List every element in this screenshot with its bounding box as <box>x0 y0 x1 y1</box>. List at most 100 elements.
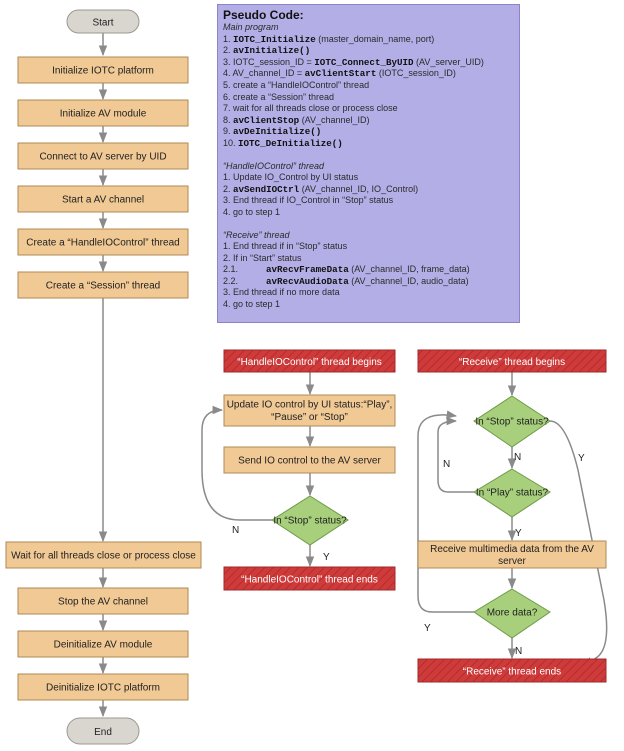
handle-stop-decision-label: In “Stop” status? <box>273 516 347 527</box>
receive-data-line2: server <box>498 556 526 567</box>
receive-no-label-1: N <box>514 452 521 463</box>
handle-end-label: “HandleIOControl” thread ends <box>241 575 378 586</box>
receive-thread-line-text: 2.1. <box>223 264 239 275</box>
wait-label: Wait for all threads close or process cl… <box>11 551 196 562</box>
receive-thread-line-args: (AV_channel_ID, frame_data) <box>348 264 470 275</box>
receive-thread-line-args: (AV_channel_ID, audio_data) <box>348 275 469 286</box>
main-program-line: 7. wait for all threads close or process… <box>223 103 514 115</box>
receive-more-decision-label: More data? <box>487 608 538 619</box>
pseudo-code-panel: Pseudo Code: Main program 1. IOTC_Initia… <box>217 4 520 323</box>
receive-thread-line-text: 2.2. <box>223 275 239 286</box>
main-program-api-call: avClientStop <box>233 114 300 126</box>
main-program-line-args: (AV_channel_ID) <box>299 114 370 125</box>
handle-send-label: Send IO control to the AV server <box>238 456 381 467</box>
main-program-line: 10. IOTC_DeInitialize() <box>223 138 514 150</box>
init-av-step: Initialize AV module <box>17 99 189 127</box>
main-program-line: 6. create a “Session” thread <box>223 92 514 104</box>
stop-channel-label: Stop the AV channel <box>58 597 148 608</box>
receive-data-step: Receive multimedia data from the AV serv… <box>417 540 607 569</box>
main-program-api-call: avDeInitialize() <box>233 126 322 138</box>
receive-data-line1: Receive multimedia data from the AV <box>430 544 594 555</box>
receive-thread-heading: “Receive” thread <box>223 229 290 240</box>
main-program-line-text: 7. wait for all threads close or process… <box>223 103 398 114</box>
receive-more-decision: More data? <box>473 588 551 639</box>
receive-thread-line: 2.1. avRecvFrameData (AV_channel_ID, fram… <box>223 264 514 276</box>
receive-end-label: “Receive” thread ends <box>463 667 561 678</box>
init-av-label: Initialize AV module <box>60 109 147 120</box>
main-program-line: 3. IOTC_session_ID = IOTC_Connect_ByUID … <box>223 57 514 69</box>
handle-thread-line: 2. avSendIOCtrl (AV_channel_ID, IO_Contr… <box>223 184 514 196</box>
handle-send-step: Send IO control to the AV server <box>223 446 396 474</box>
handle-update-line2: “Pause” or “Stop” <box>271 412 348 423</box>
main-program-line-text: 4. AV_channel_ID = <box>223 68 305 79</box>
receive-thread-line-text: 3. End thread if no more data <box>223 287 340 298</box>
main-program-line: 8. avClientStop (AV_channel_ID) <box>223 115 514 127</box>
handle-no-label: N <box>232 525 239 536</box>
handle-end-terminal: “HandleIOControl” thread ends <box>223 566 396 591</box>
receive-begin-terminal: “Receive” thread begins <box>417 349 607 373</box>
main-program-line: 2. avInitialize() <box>223 45 514 57</box>
handle-thread-line-text: 3. End thread if IO_Control in “Stop” st… <box>223 195 394 206</box>
handle-thread-line-text: 2. <box>223 183 234 194</box>
handle-thread-line-text: 1. Update IO_Control by UI status <box>223 172 359 183</box>
main-program-line-args: (IOTC_session_ID) <box>376 68 456 79</box>
main-program-line-args: (AV_server_UID) <box>413 56 484 67</box>
handle-thread-api-call: avSendIOCtrl <box>233 183 300 195</box>
receive-play-decision: In “Play” status? <box>473 468 551 518</box>
create-session-label: Create a “Session” thread <box>46 281 161 292</box>
receive-thread-api-call: avRecvAudioData <box>266 275 349 287</box>
main-program-lines: 1. IOTC_Initialize (master_domain_name, … <box>223 34 514 150</box>
main-program-line-text: 10. <box>223 137 239 148</box>
receive-end-terminal: “Receive” thread ends <box>417 658 607 683</box>
receive-play-decision-label: In “Play” status? <box>476 488 549 499</box>
receive-yes-label-1: Y <box>578 453 585 464</box>
receive-stop-decision: In “Stop” status? <box>473 395 551 448</box>
main-program-line-args: (master_domain_name, port) <box>315 33 435 44</box>
receive-yes-label-2: Y <box>515 528 522 539</box>
main-program-line: 1. IOTC_Initialize (master_domain_name, … <box>223 34 514 46</box>
receive-thread-line: 4. go to step 1 <box>223 299 514 311</box>
end-terminal: End <box>66 717 140 745</box>
main-program-api-call: IOTC_Initialize <box>233 33 316 45</box>
handle-update-step: Update IO control by UI status:“Play”, “… <box>223 394 396 427</box>
receive-thread-line-text: 2. If in “Start” status <box>223 252 302 263</box>
receive-thread-line: 3. End thread if no more data <box>223 287 514 299</box>
handle-stop-decision: In “Stop” status? <box>271 495 349 546</box>
stop-channel-step: Stop the AV channel <box>17 587 189 615</box>
start-channel-step: Start a AV channel <box>17 185 189 213</box>
receive-thread-line-text: 4. go to step 1 <box>223 299 281 310</box>
handle-thread-line: 1. Update IO_Control by UI status <box>223 172 514 184</box>
pseudo-code-title: Pseudo Code: <box>223 8 304 22</box>
handle-thread-heading: “HandleIOControl” thread <box>223 160 325 171</box>
start-channel-label: Start a AV channel <box>62 195 144 206</box>
receive-no-label-3: N <box>515 646 522 657</box>
handle-thread-line: 3. End thread if IO_Control in “Stop” st… <box>223 195 514 207</box>
main-program-line-text: 3. IOTC_session_ID = <box>223 56 315 67</box>
main-program-line-text: 8. <box>223 114 234 125</box>
receive-yes-label-3: Y <box>424 623 431 634</box>
start-terminal: Start <box>66 9 140 34</box>
main-program-heading: Main program <box>223 22 279 32</box>
end-label: End <box>94 727 112 738</box>
deinit-av-step: Deinitialize AV module <box>17 630 189 658</box>
receive-thread-line: 2.2. avRecvAudioData (AV_channel_ID, audi… <box>223 276 514 288</box>
main-program-api-call: IOTC_DeInitialize() <box>238 137 343 149</box>
main-program-api-call: IOTC_Connect_ByUID <box>314 56 414 68</box>
receive-begin-label: “Receive” thread begins <box>459 357 565 368</box>
create-session-step: Create a “Session” thread <box>17 271 189 299</box>
receive-stop-decision-label: In “Stop” status? <box>475 417 549 428</box>
receive-thread-api-call: avRecvFrameData <box>266 264 349 276</box>
handle-begin-label: “HandleIOControl” thread begins <box>237 357 382 368</box>
main-program-line-text: 2. <box>223 45 234 56</box>
init-iotc-step: Initialize IOTC platform <box>17 56 189 84</box>
handle-begin-terminal: “HandleIOControl” thread begins <box>223 349 396 373</box>
main-program-api-call: avClientStart <box>304 68 377 80</box>
connect-step: Connect to AV server by UID <box>17 142 189 170</box>
handle-thread-line: 4. go to step 1 <box>223 207 514 219</box>
receive-thread-line-text: 1. End thread if in “Stop” status <box>223 241 348 252</box>
main-program-line-text: 6. create a “Session” thread <box>223 91 335 102</box>
receive-thread-line: 2. If in “Start” status <box>223 253 514 265</box>
main-program-line: 4. AV_channel_ID = avClientStart (IOTC_s… <box>223 68 514 80</box>
